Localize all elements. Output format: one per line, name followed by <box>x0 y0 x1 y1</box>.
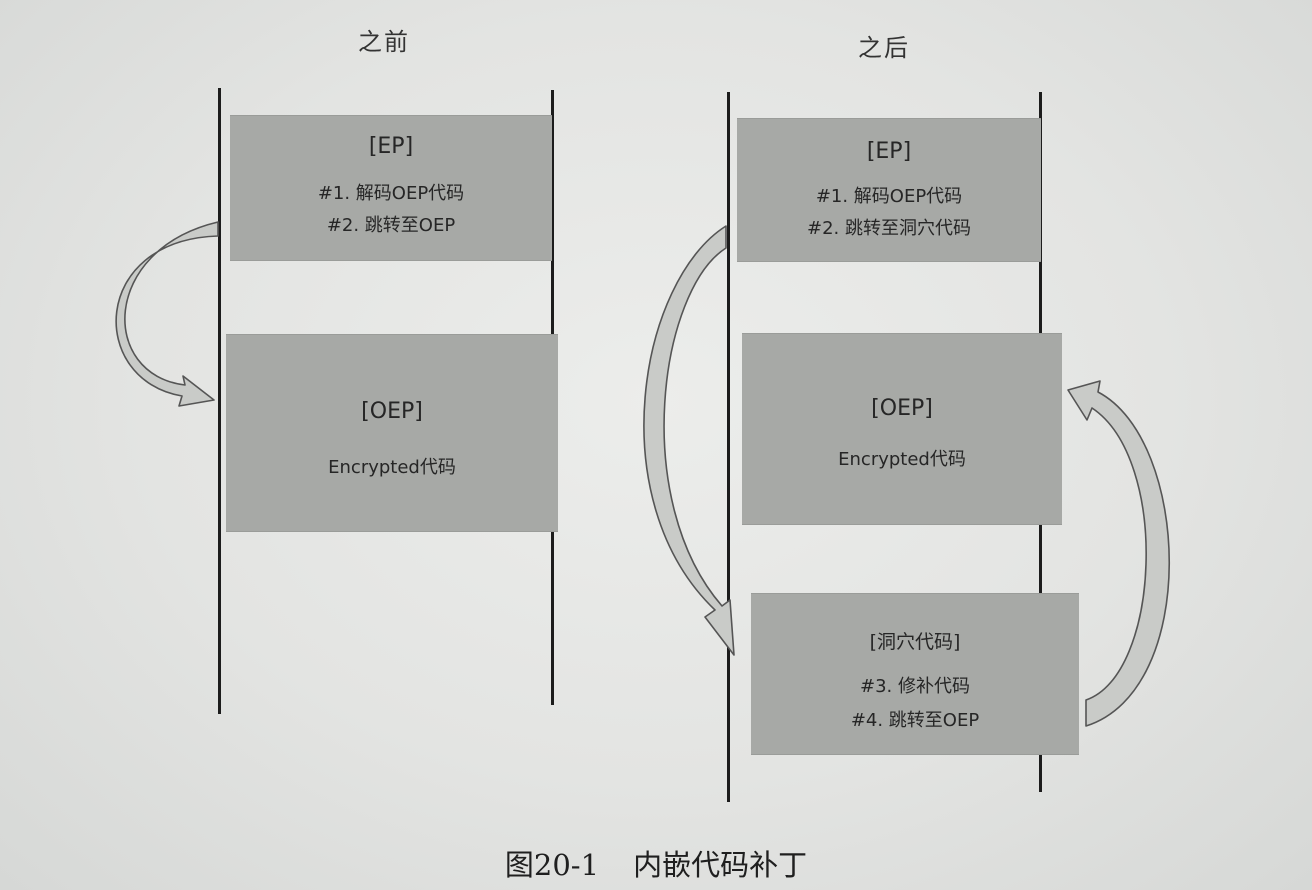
before-left-border <box>218 88 221 714</box>
before-ep-block: [EP] #1. 解码OEP代码 #2. 跳转至OEP <box>230 115 552 261</box>
after-ep-block: [EP] #1. 解码OEP代码 #2. 跳转至洞穴代码 <box>737 118 1041 262</box>
before-oep-header: [OEP] <box>361 399 423 424</box>
after-oep-block: [OEP] Encrypted代码 <box>742 333 1062 525</box>
after-oep-line-1: Encrypted代码 <box>838 449 966 470</box>
after-jump-to-oep-arrow <box>1067 380 1171 727</box>
figure-title: 内嵌代码补丁 <box>633 848 808 882</box>
before-jump-arrow <box>115 221 219 407</box>
after-ep-header: [EP] <box>866 139 912 164</box>
before-oep-block: [OEP] Encrypted代码 <box>226 334 558 532</box>
after-cave-header: [洞穴代码] <box>869 631 961 653</box>
after-left-border <box>727 92 730 802</box>
figure-number: 图20-1 <box>504 848 600 882</box>
after-ep-line-2: #2. 跳转至洞穴代码 <box>807 218 971 239</box>
before-oep-line-1: Encrypted代码 <box>328 457 456 478</box>
after-ep-line-1: #1. 解码OEP代码 <box>815 186 963 207</box>
after-cave-block: [洞穴代码] #3. 修补代码 #4. 跳转至OEP <box>751 593 1079 755</box>
before-title: 之前 <box>358 28 410 56</box>
after-cave-line-2: #4. 跳转至OEP <box>850 710 980 731</box>
after-jump-to-cave-arrow <box>643 225 735 656</box>
after-oep-header: [OEP] <box>871 396 933 421</box>
after-cave-line-1: #3. 修补代码 <box>860 676 970 697</box>
before-ep-line-2: #2. 跳转至OEP <box>326 215 456 236</box>
before-ep-header: [EP] <box>368 134 414 159</box>
after-title: 之后 <box>858 34 910 62</box>
before-ep-line-1: #1. 解码OEP代码 <box>317 183 465 204</box>
figure-caption: 图20-1 内嵌代码补丁 <box>0 842 1312 884</box>
